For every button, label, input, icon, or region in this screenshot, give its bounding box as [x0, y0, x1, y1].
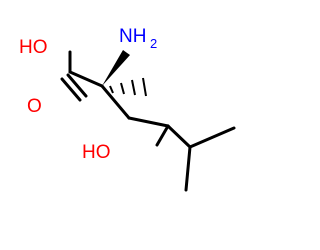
nh2-subscript: 2 — [150, 36, 157, 51]
structure-canvas: HO NH 2 O HO — [19, 26, 236, 192]
nh2-label: NH — [119, 26, 146, 47]
bond-c1-o-double — [60, 73, 88, 102]
molecule-diagram: HO NH 2 O HO — [19, 26, 236, 192]
hashed-c2-methyl — [109, 77, 147, 97]
oh-alcohol-label: HO — [82, 142, 111, 163]
wedge-c2-nh2 — [102, 50, 130, 86]
bonds — [68, 50, 236, 192]
bond-c1-c2 — [68, 70, 104, 88]
bond-c2-c3 — [100, 84, 131, 120]
bond-c3-c4 — [127, 116, 170, 128]
bond-c4-oh — [155, 124, 170, 147]
oh-acid-label: HO — [19, 37, 48, 58]
bond-c5-methyl-right — [188, 126, 236, 149]
carbonyl-oxygen-label: O — [27, 96, 42, 117]
bond-c4-c5 — [166, 124, 192, 149]
bond-c5-methyl-down — [184, 145, 192, 192]
